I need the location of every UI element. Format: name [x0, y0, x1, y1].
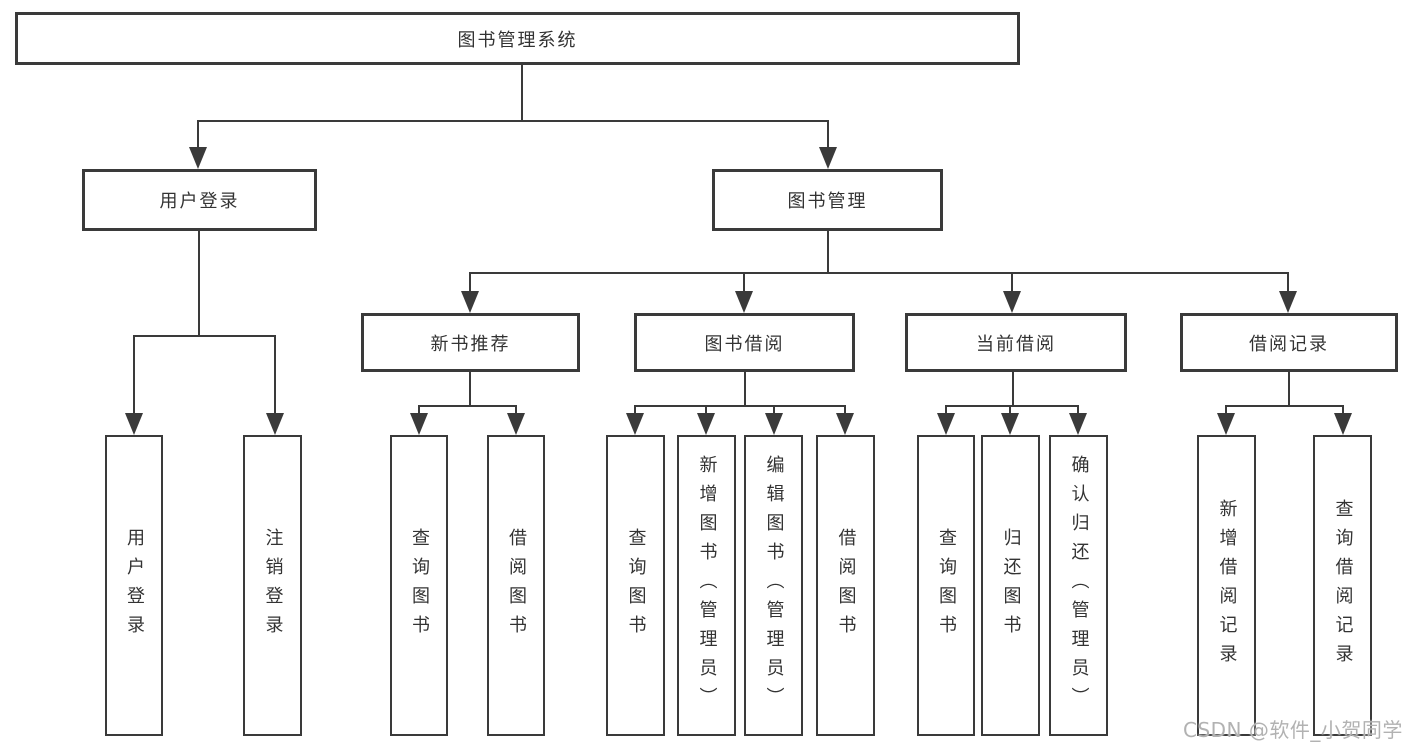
arrow-down-icon: [819, 121, 837, 169]
leaf-user-login: 用户登录: [105, 435, 163, 736]
leaf-logout: 注销登录: [243, 435, 302, 736]
leaf-query-books-recommend: 查询图书: [390, 435, 448, 736]
leaf-return-books-label: 归还图书: [1000, 527, 1022, 644]
connector-line: [198, 231, 200, 336]
node-new-book-recommendation: 新书推荐: [361, 313, 580, 372]
arrow-down-icon: [735, 273, 753, 313]
node-current-borrowing: 当前借阅: [905, 313, 1127, 372]
node-root-label: 图书管理系统: [457, 29, 578, 51]
node-library-management-system: 图书管理系统: [15, 12, 1020, 65]
arrow-down-icon: [1217, 406, 1235, 435]
connector-line: [469, 372, 471, 406]
arrow-down-icon: [266, 336, 284, 435]
leaf-return-books: 归还图书: [981, 435, 1040, 736]
connector-line: [521, 65, 523, 121]
arrow-down-icon: [189, 121, 207, 169]
leaf-query-borrow-record: 查询借阅记录: [1313, 435, 1372, 736]
leaf-query-borrow-record-label: 查询借阅记录: [1332, 498, 1354, 673]
arrow-down-icon: [1069, 406, 1087, 435]
connector-line: [469, 272, 1289, 274]
arrow-down-icon: [836, 406, 854, 435]
leaf-add-borrow-record: 新增借阅记录: [1197, 435, 1256, 736]
node-new-book-recommendation-label: 新书推荐: [430, 333, 511, 355]
connector-line: [1012, 372, 1014, 406]
node-user-login-branch: 用户登录: [82, 169, 317, 231]
leaf-edit-books-admin-label: 编辑图书（管理员）: [763, 455, 785, 716]
connector-line: [634, 405, 846, 407]
arrow-down-icon: [765, 406, 783, 435]
leaf-borrow-books-recommend: 借阅图书: [487, 435, 545, 736]
leaf-confirm-return-admin: 确认归还（管理员）: [1049, 435, 1108, 736]
arrow-down-icon: [626, 406, 644, 435]
connector-line: [197, 120, 829, 122]
leaf-borrow-books-recommend-label: 借阅图书: [506, 527, 527, 644]
arrow-down-icon: [1003, 273, 1021, 313]
arrow-down-icon: [1001, 406, 1019, 435]
leaf-user-login-label: 用户登录: [124, 527, 145, 644]
connector-line: [744, 372, 746, 406]
leaf-borrow-books-borrowing-label: 借阅图书: [835, 527, 857, 644]
leaf-logout-label: 注销登录: [262, 527, 284, 644]
leaf-query-books-borrowing: 查询图书: [606, 435, 665, 736]
node-current-borrowing-label: 当前借阅: [976, 333, 1056, 355]
node-user-login-label: 用户登录: [159, 191, 240, 212]
node-book-borrowing-label: 图书借阅: [704, 333, 785, 355]
connector-line: [133, 335, 276, 337]
node-book-borrowing: 图书借阅: [634, 313, 855, 372]
leaf-query-books-current: 查询图书: [917, 435, 975, 736]
leaf-query-books-borrowing-label: 查询图书: [625, 527, 647, 644]
leaf-add-borrow-record-label: 新增借阅记录: [1216, 498, 1238, 673]
leaf-add-books-admin: 新增图书（管理员）: [677, 435, 736, 736]
connector-line: [418, 405, 517, 407]
connector-line: [827, 231, 829, 274]
arrow-down-icon: [125, 336, 143, 435]
node-book-management-branch: 图书管理: [712, 169, 943, 231]
arrow-down-icon: [461, 273, 479, 313]
arrow-down-icon: [507, 406, 525, 435]
connector-line: [1225, 405, 1344, 407]
arrow-down-icon: [1334, 406, 1352, 435]
node-borrowing-records-label: 借阅记录: [1249, 333, 1329, 355]
leaf-edit-books-admin: 编辑图书（管理员）: [744, 435, 803, 736]
node-borrowing-records: 借阅记录: [1180, 313, 1398, 372]
node-book-management-label: 图书管理: [787, 191, 868, 212]
connector-line: [945, 405, 1079, 407]
leaf-borrow-books-borrowing: 借阅图书: [816, 435, 875, 736]
leaf-query-books-current-label: 查询图书: [936, 527, 957, 644]
leaf-add-books-admin-label: 新增图书（管理员）: [696, 455, 718, 716]
arrow-down-icon: [1279, 273, 1297, 313]
connector-line: [1288, 372, 1290, 406]
csdn-watermark: CSDN @软件_小贺同学: [1183, 718, 1403, 742]
arrow-down-icon: [410, 406, 428, 435]
leaf-query-books-recommend-label: 查询图书: [409, 527, 430, 644]
arrow-down-icon: [697, 406, 715, 435]
leaf-confirm-return-admin-label: 确认归还（管理员）: [1068, 455, 1090, 716]
arrow-down-icon: [937, 406, 955, 435]
